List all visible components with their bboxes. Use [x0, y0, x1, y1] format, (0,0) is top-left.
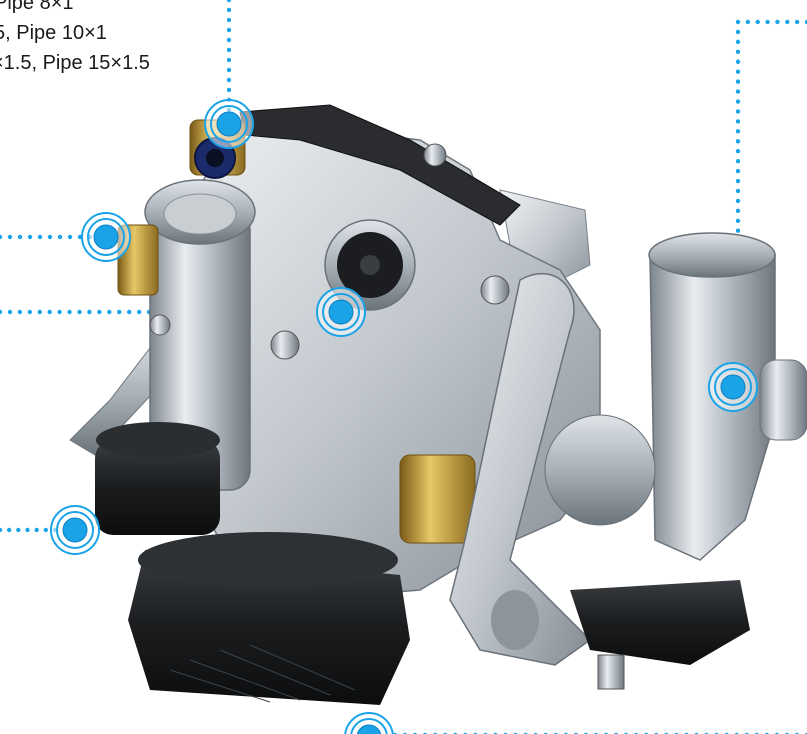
hotspot-center-valve[interactable]: [316, 287, 366, 337]
hotspot-inner-ring: [322, 293, 360, 331]
leader-dot: [735, 168, 741, 174]
pump-module-illustration: [69, 104, 807, 705]
leader-dot: [735, 129, 741, 134]
leader-dot: [87, 309, 92, 315]
hotspot-inner-ring: [350, 718, 388, 734]
leader-dot: [735, 29, 741, 35]
leader-dot: [43, 527, 49, 533]
hotspot-left-port[interactable]: [81, 212, 131, 262]
leader-dot: [0, 527, 3, 533]
hotspot-inner-ring: [714, 368, 752, 406]
leader-dot: [47, 234, 53, 240]
leader-dot: [804, 19, 807, 25]
leader-dot: [77, 309, 82, 315]
leader-dot: [735, 49, 741, 55]
leader-dot: [735, 178, 741, 184]
leader-dot: [27, 234, 33, 240]
leader-dot: [735, 139, 741, 144]
leader-dot: [107, 309, 112, 315]
pipe-spec-line: Pipe 8×1: [0, 0, 74, 14]
leader-dot: [27, 309, 33, 315]
hotspot-dot: [216, 111, 242, 137]
hotspot-dot: [356, 724, 382, 734]
leader-dot: [226, 7, 232, 13]
hotspot-dot: [720, 374, 746, 400]
leader-dot: [735, 59, 741, 64]
leader-dot: [755, 19, 760, 25]
leader-dot: [735, 69, 741, 74]
hotspot-lower-left-cap[interactable]: [50, 505, 100, 555]
leader-dot: [97, 309, 102, 315]
leader-dot: [47, 309, 52, 315]
leader-line-left-port: [0, 234, 93, 240]
leader-dot: [136, 309, 142, 315]
leader-dot: [735, 158, 741, 164]
leader-dot: [735, 19, 741, 25]
hotspot-dot: [62, 517, 88, 543]
leader-dot: [25, 527, 30, 533]
leader-dot: [735, 79, 741, 84]
pipe-spec-line: 5, Pipe 10×1: [0, 22, 107, 44]
leader-dot: [117, 309, 122, 315]
hotspot-top-fitting[interactable]: [204, 99, 254, 149]
leader-dot: [735, 89, 741, 94]
leader-dot: [735, 119, 741, 124]
leader-dot: [735, 228, 741, 233]
hotspot-bottom-cap[interactable]: [344, 712, 394, 734]
leader-dot: [735, 218, 741, 223]
hotspot-inner-ring: [210, 105, 248, 143]
leader-dot: [7, 309, 13, 315]
leader-dot: [794, 19, 800, 25]
leader-dot: [37, 234, 43, 240]
leader-dot: [0, 234, 3, 240]
leader-dot: [226, 0, 232, 3]
leader-dot: [226, 47, 232, 53]
leader-line-lower-left: [0, 527, 58, 533]
leader-dot: [735, 198, 741, 204]
leader-dot: [37, 309, 42, 315]
leader-dot: [765, 19, 770, 25]
hotspot-dot: [93, 224, 119, 250]
hotspot-inner-ring: [87, 218, 125, 256]
leader-dot: [67, 309, 72, 315]
leader-dot: [785, 19, 790, 25]
leader-dot: [17, 309, 23, 315]
leader-dot: [34, 527, 39, 533]
leader-dot: [745, 19, 751, 25]
leader-dot: [226, 77, 232, 83]
leader-dot: [226, 17, 232, 23]
leader-dot: [16, 527, 21, 533]
leader-dot: [226, 37, 232, 43]
pipe-spec-caption: Pipe 8×1 5, Pipe 10×1 ×1.5, Pipe 15×1.5: [0, 0, 230, 78]
leader-dot: [57, 309, 62, 315]
leader-dot: [6, 527, 12, 533]
pipe-spec-line: ×1.5, Pipe 15×1.5: [0, 52, 150, 74]
leader-dot: [57, 234, 63, 240]
leader-dot: [126, 309, 132, 315]
leader-dot: [735, 149, 741, 154]
leader-dot: [67, 234, 73, 240]
leader-dot: [226, 27, 232, 33]
leader-dot: [735, 188, 741, 194]
leader-dot: [735, 39, 741, 45]
leader-dot: [735, 208, 741, 214]
hotspot-right-port[interactable]: [708, 362, 758, 412]
hotspot-outer-ring: [344, 712, 394, 734]
hotspot-inner-ring: [56, 511, 94, 549]
leader-dot: [226, 67, 232, 73]
leader-dot: [7, 234, 13, 240]
leader-dot: [0, 309, 3, 315]
hotspot-markers: [50, 99, 758, 734]
leader-dot: [775, 19, 780, 25]
leader-dot: [226, 87, 232, 93]
leader-dot: [226, 57, 232, 63]
leader-dot: [735, 99, 741, 104]
leader-dot: [735, 109, 741, 114]
hotspot-dot: [328, 299, 354, 325]
leader-dot: [17, 234, 23, 240]
